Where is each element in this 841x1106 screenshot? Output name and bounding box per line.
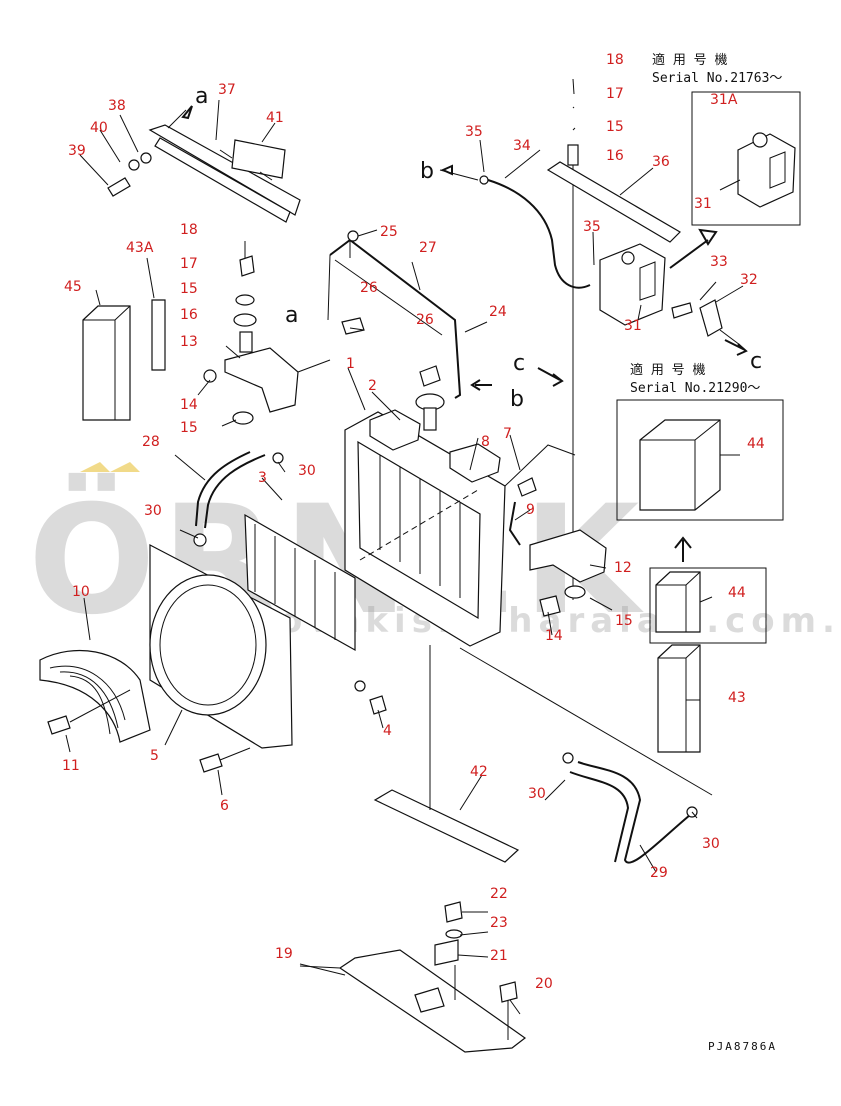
view-letter-c-right: c	[750, 349, 762, 374]
callout-35-right: 35	[583, 219, 601, 235]
callout-45: 45	[64, 279, 82, 295]
serial-note-heading-1: 適 用 号 機	[652, 52, 727, 68]
watermark-accent-shape	[80, 462, 140, 472]
callout-25: 25	[380, 224, 398, 240]
callout-31A: 31A	[710, 92, 738, 108]
callout-14-left: 14	[180, 397, 198, 413]
callout-13: 13	[180, 334, 198, 350]
seal-bar	[373, 645, 520, 863]
callout-27: 27	[419, 240, 437, 256]
view-letter-a-mid: a	[285, 303, 298, 328]
callout-18-left: 18	[180, 222, 198, 238]
serial-note-number-1: Serial No.21763～	[652, 71, 782, 86]
condenser-frame	[327, 230, 462, 399]
callout-11: 11	[62, 758, 80, 774]
callout-8: 8	[481, 434, 490, 450]
callout-24: 24	[489, 304, 507, 320]
callout-39: 39	[68, 143, 86, 159]
callout-23: 23	[490, 915, 508, 931]
callout-43A: 43A	[126, 240, 154, 256]
view-letter-c-mid: c	[513, 351, 525, 376]
radiator	[344, 393, 506, 647]
overflow-hose	[439, 144, 591, 600]
callout-34: 34	[513, 138, 531, 154]
callout-33: 33	[710, 254, 728, 270]
callout-39-40-a: 40	[90, 120, 108, 136]
reference-code: PJA8786A	[708, 1040, 777, 1053]
right-bracket	[504, 444, 607, 617]
callout-21: 21	[490, 948, 508, 964]
view-letter-a-top: a	[195, 84, 208, 109]
view-letter-b-top: b	[420, 159, 434, 184]
stay	[546, 161, 681, 243]
callout-4: 4	[383, 723, 392, 739]
callout-5: 5	[150, 748, 159, 764]
callout-15-left-bottom: 15	[180, 420, 198, 436]
callout-labels: 1 2 3 4 5 6 7 8 9 10 11 12 13 14 14 15 1…	[62, 52, 765, 992]
callout-16-left: 16	[180, 307, 198, 323]
callout-38: 38	[108, 98, 126, 114]
callout-15-right: 15	[615, 613, 633, 629]
sealing-blocks	[82, 299, 784, 753]
callout-16-top: 16	[606, 148, 624, 164]
callout-26-lower: 26	[416, 312, 434, 328]
callout-leaders	[65, 78, 744, 1015]
callout-10: 10	[72, 584, 90, 600]
callout-30-left: 30	[144, 503, 162, 519]
callout-42: 42	[470, 764, 488, 780]
callout-26-upper: 26	[360, 280, 378, 296]
callout-3: 3	[258, 470, 267, 486]
callout-18-top: 18	[606, 52, 624, 68]
callout-44-lower: 44	[728, 585, 746, 601]
callout-36: 36	[652, 154, 670, 170]
callout-14-right: 14	[545, 628, 563, 644]
callout-12: 12	[614, 560, 632, 576]
reservoir-tank	[599, 91, 801, 326]
callout-41: 41	[266, 110, 284, 126]
callout-20: 20	[535, 976, 553, 992]
callout-35-left: 35	[465, 124, 483, 140]
callout-2: 2	[368, 378, 377, 394]
callout-30-lower-right: 30	[702, 836, 720, 852]
serial-notes: 適 用 号 機 Serial No.21763～ 適 用 号 機 Serial …	[630, 52, 782, 396]
upper-hose	[193, 451, 284, 547]
callout-15-left-top: 15	[180, 281, 198, 297]
callout-17-left: 17	[180, 256, 198, 272]
callout-17-top: 17	[606, 86, 624, 102]
callout-6: 6	[220, 798, 229, 814]
serial-note-heading-2: 適 用 号 機	[630, 362, 705, 378]
view-letters: a a b b c c	[195, 84, 762, 412]
callout-30-lower-left: 30	[528, 786, 546, 802]
guard-assembly	[107, 105, 301, 223]
callout-22: 22	[490, 886, 508, 902]
fan-guard	[39, 649, 251, 773]
clamp	[671, 299, 741, 346]
callout-43: 43	[728, 690, 746, 706]
fan-shroud	[149, 513, 387, 749]
callout-44-upper: 44	[747, 436, 765, 452]
view-letter-b-mid: b	[510, 387, 524, 412]
callout-31-inset: 31	[694, 196, 712, 212]
callout-29: 29	[650, 865, 668, 881]
callout-7: 7	[503, 426, 512, 442]
callout-31-main: 31	[624, 318, 642, 334]
left-mount-stack	[203, 255, 331, 425]
callout-1: 1	[346, 356, 355, 372]
callout-37: 37	[218, 82, 236, 98]
callout-15-top: 15	[606, 119, 624, 135]
serial-note-number-2: Serial No.21290～	[630, 381, 760, 396]
callout-19: 19	[275, 946, 293, 962]
callout-28: 28	[142, 434, 160, 450]
callout-9: 9	[526, 502, 535, 518]
callout-30-mid: 30	[298, 463, 316, 479]
callout-32: 32	[740, 272, 758, 288]
